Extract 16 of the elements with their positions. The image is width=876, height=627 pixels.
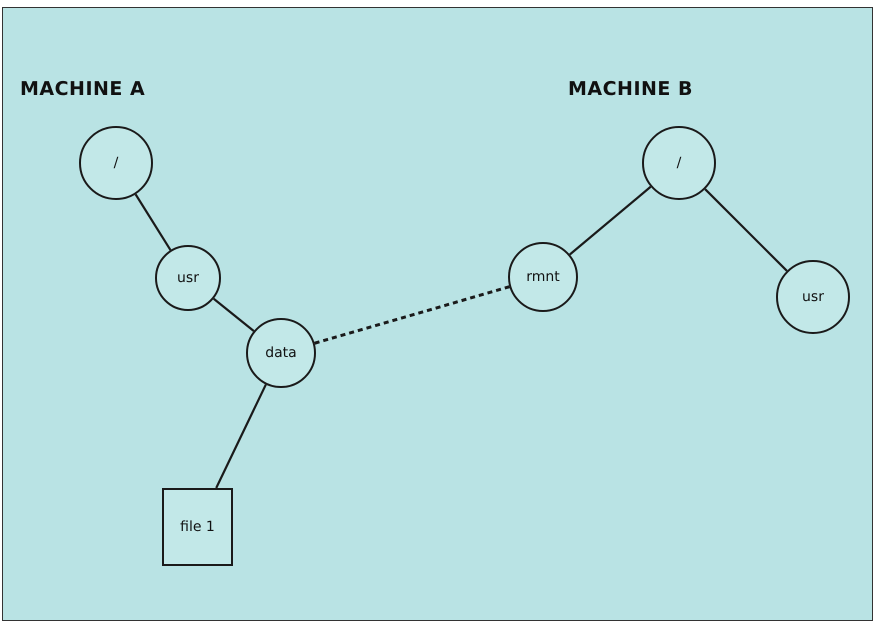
dashed-connector (314, 285, 510, 345)
node-label: usr (177, 270, 199, 286)
node-label: rmnt (526, 269, 560, 285)
node-label: / (114, 155, 118, 171)
machine-heading: MACHINE B (568, 78, 694, 100)
connector-line (569, 186, 652, 256)
node-label: usr (802, 289, 824, 305)
node-label: / (676, 155, 682, 171)
connector-line (213, 298, 254, 332)
node-label: file 1 (180, 519, 215, 535)
node-label: data (265, 345, 297, 361)
machine-heading: MACHINE A (20, 78, 146, 100)
connector-line (215, 384, 267, 488)
file-box (162, 488, 233, 566)
connector-line (134, 194, 172, 251)
connector-line (704, 188, 788, 272)
